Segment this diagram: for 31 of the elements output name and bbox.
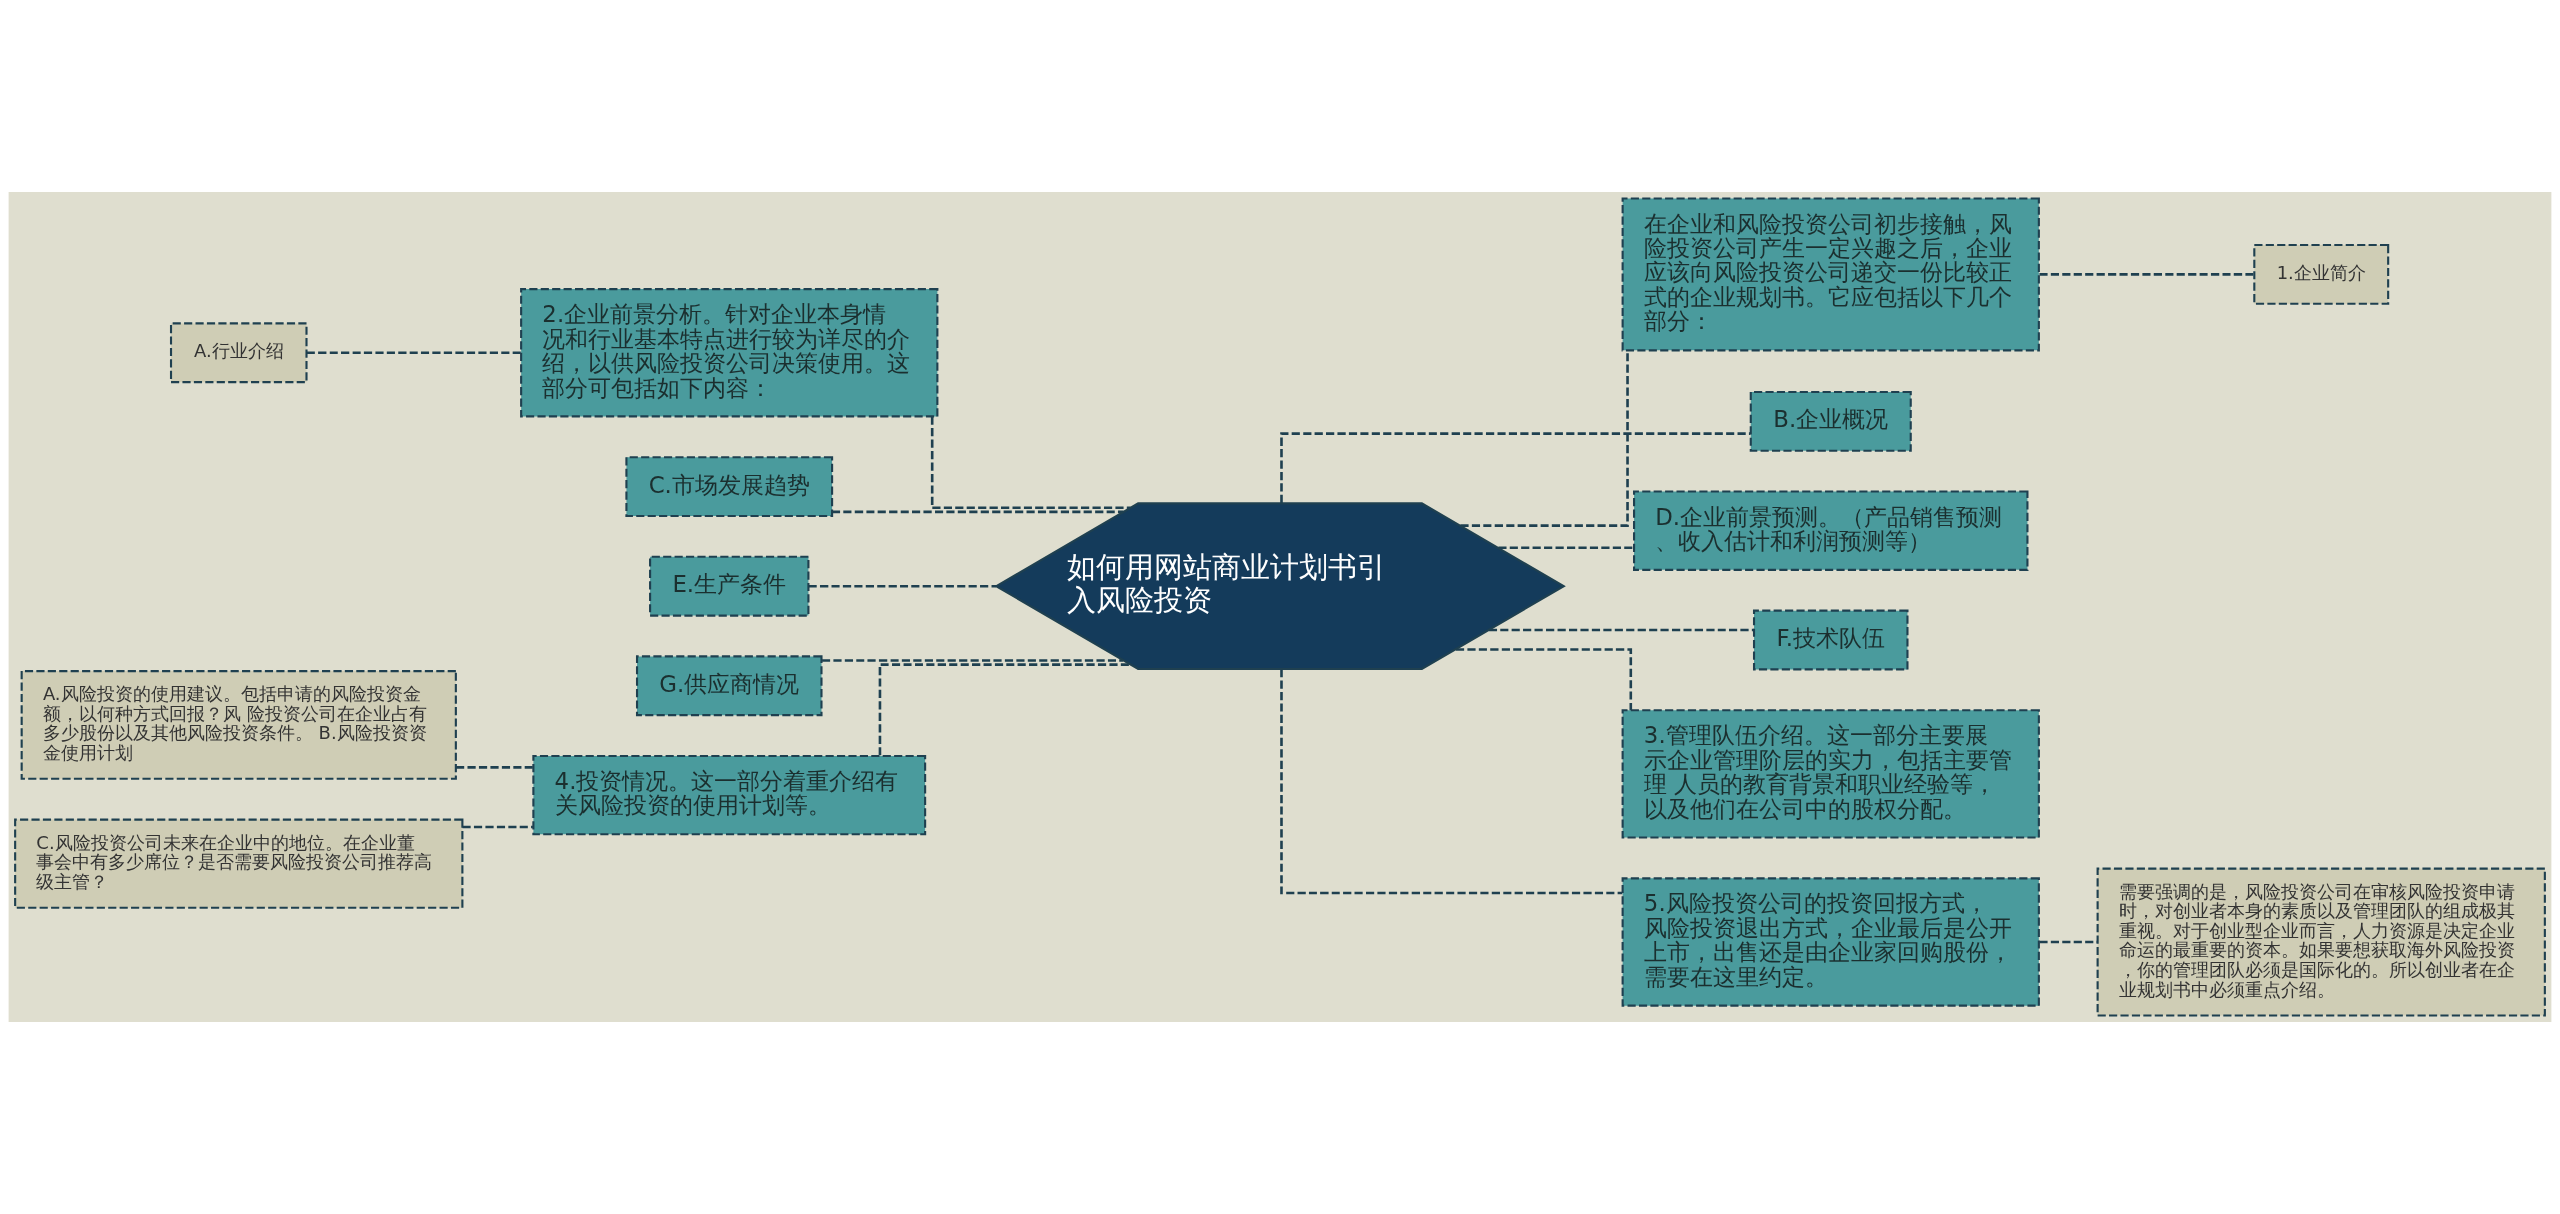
node-box: 在企业和风险投资公司初步接触，风险投资公司产生一定兴趣之后，企业应该向风险投资公司递交一份比较正式的企业规划书。它应包括以下几个部分：: [1621, 197, 2040, 352]
node-box: 5.风险投资公司的投资回报方式，风险投资退出方式，企业最后是公开上市，出售还是由企业家回购股份，需要在这里约定。: [1621, 877, 2040, 1007]
connector: [2039, 273, 2255, 276]
connector: [1498, 546, 1634, 550]
node-box: 需要强调的是，风险投资公司在审核风险投资申请时，对创业者本身的素质以及管理团队的组成极其重视。对于创业型企业而言，人力资源是决定企业命运的最重要的资本。如果要想获取海外风险投资，你的管理团队必须是国际化的。所以创业者在企业规划书中必须重点介绍。: [2096, 867, 2546, 1017]
node-box: B.企业概况: [1749, 390, 1912, 452]
connector: [822, 659, 1124, 662]
connector: [808, 584, 997, 588]
connector: [1455, 648, 1633, 711]
node-box: D.企业前景预测。（产品销售预测、收入估计和利润预测等）: [1633, 490, 2029, 571]
node-box: C.风险投资公司未来在企业中的地位。在企业董事会中有多少席位？是否需要风险投资公司推荐高级主管？: [14, 818, 464, 909]
connector: [1460, 350, 1629, 527]
node-box: F.技术队伍: [1752, 609, 1909, 671]
node-box: C.市场发展趋势: [625, 456, 834, 518]
node-box: E.生产条件: [649, 555, 810, 617]
connector: [930, 416, 1131, 509]
connector: [1280, 669, 1623, 895]
connector: [832, 510, 1124, 514]
connector: [306, 351, 522, 355]
node-box: 4.投资情况。这一部分着重介绍有关风险投资的使用计划等。: [532, 754, 927, 836]
connector: [1280, 432, 1751, 504]
node-box: G.供应商情况: [635, 655, 823, 717]
connector: [462, 825, 533, 829]
node-box: A.行业介绍: [169, 322, 308, 384]
connector: [456, 766, 533, 769]
connector: [1489, 628, 1754, 632]
node-box: 2.企业前景分析。针对企业本身情况和行业基本特点进行较为详尽的介绍，以供风险投资公司决策使用。这部分可包括如下内容：: [520, 288, 939, 418]
node-box: 1.企业简介: [2253, 244, 2390, 305]
connector: [878, 663, 1131, 756]
node-box: 3.管理队伍介绍。这一部分主要展示企业管理阶层的实力，包括主要管理 人员的教育背景和职业经验等，以及他们在公司中的股权分配。: [1621, 709, 2040, 839]
node-box: A.风险投资的使用建议。包括申请的风险投资金额，以何种方式回报？风 险投资公司在企业占有多少股份以及其他风险投资条件。 B.风险投资资金使用计划: [20, 670, 457, 780]
